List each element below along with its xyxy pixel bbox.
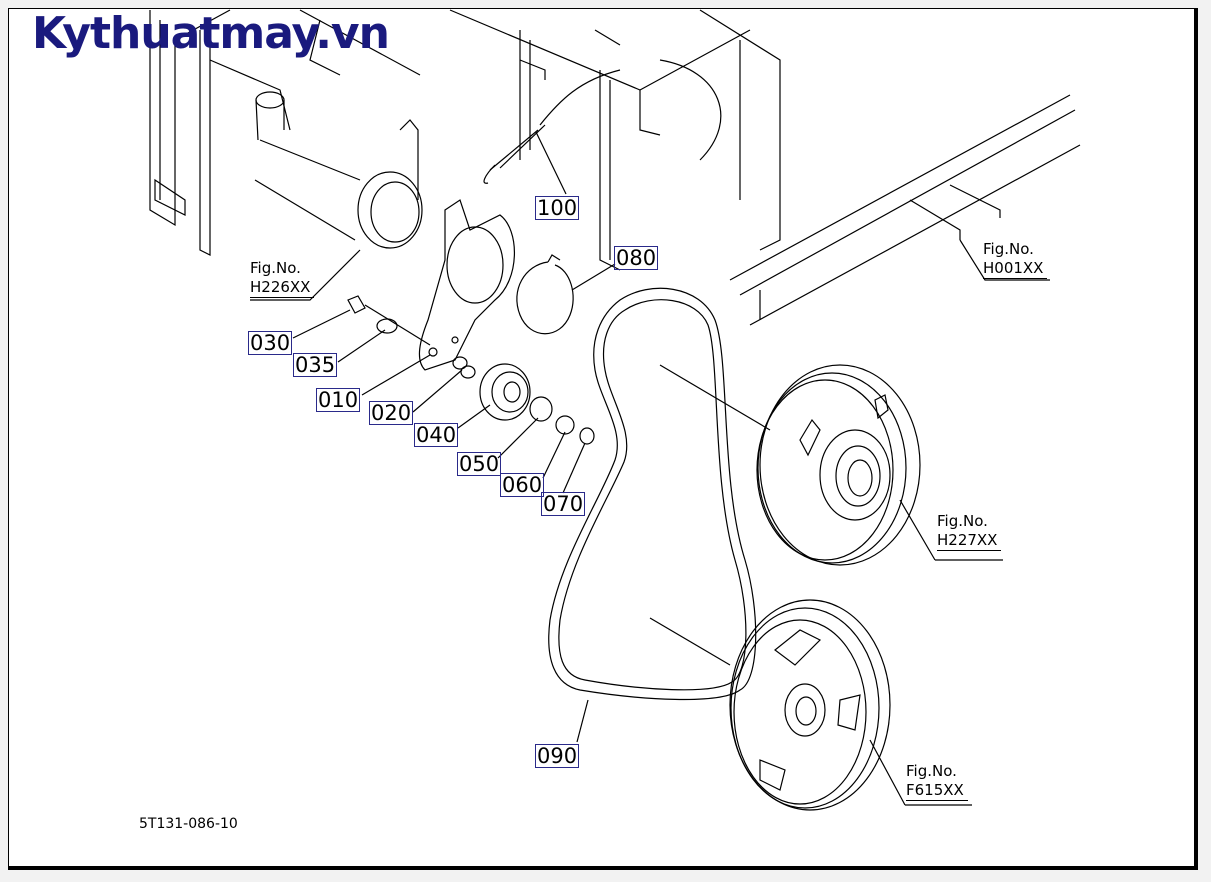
part-label-040[interactable]: 040 xyxy=(414,423,459,447)
part-label-090[interactable]: 090 xyxy=(535,744,580,768)
right-frame-rail xyxy=(729,94,1081,326)
v-belt-drawing xyxy=(548,287,771,701)
tension-spring-drawing xyxy=(483,69,621,195)
part-label-100[interactable]: 100 xyxy=(535,196,580,220)
figure-ref-code: F615XX xyxy=(906,781,968,801)
figure-ref-f615xx[interactable]: Fig.No. F615XX xyxy=(906,762,968,801)
watermark-logo: Kythuatmay.vn xyxy=(32,8,390,59)
figure-ref-code: H227XX xyxy=(937,531,1002,551)
figure-ref-prefix: Fig.No. xyxy=(937,512,988,530)
figure-ref-prefix: Fig.No. xyxy=(906,762,957,780)
tension-arm-drawing xyxy=(418,199,516,371)
left-frame-column xyxy=(149,9,291,256)
figure-ref-h227xx[interactable]: Fig.No. H227XX xyxy=(937,512,1002,551)
figure-ref-code: H001XX xyxy=(983,259,1048,279)
part-label-080[interactable]: 080 xyxy=(614,246,659,270)
part-label-035[interactable]: 035 xyxy=(293,353,338,377)
figure-ref-code: H226XX xyxy=(250,278,315,298)
pulley-f615-drawing xyxy=(729,599,972,811)
part-label-010[interactable]: 010 xyxy=(316,388,361,412)
part-label-030[interactable]: 030 xyxy=(248,331,293,355)
part-label-050[interactable]: 050 xyxy=(457,452,502,476)
figure-ref-h226xx[interactable]: Fig.No. H226XX xyxy=(250,259,315,298)
figure-ref-prefix: Fig.No. xyxy=(250,259,301,277)
leader-lines xyxy=(292,309,589,743)
top-frame-structure xyxy=(299,9,781,271)
part-label-020[interactable]: 020 xyxy=(369,401,414,425)
small-parts-drawing xyxy=(347,295,595,445)
snap-ring-drawing xyxy=(516,254,616,335)
part-label-060[interactable]: 060 xyxy=(500,473,545,497)
drawing-code: 5T131-086-10 xyxy=(139,816,238,832)
pulley-h227-drawing xyxy=(756,364,1003,566)
cylinder-part xyxy=(250,91,423,301)
figure-ref-prefix: Fig.No. xyxy=(983,240,1034,258)
part-label-070[interactable]: 070 xyxy=(541,492,586,516)
figure-ref-h001xx[interactable]: Fig.No. H001XX xyxy=(983,240,1048,279)
